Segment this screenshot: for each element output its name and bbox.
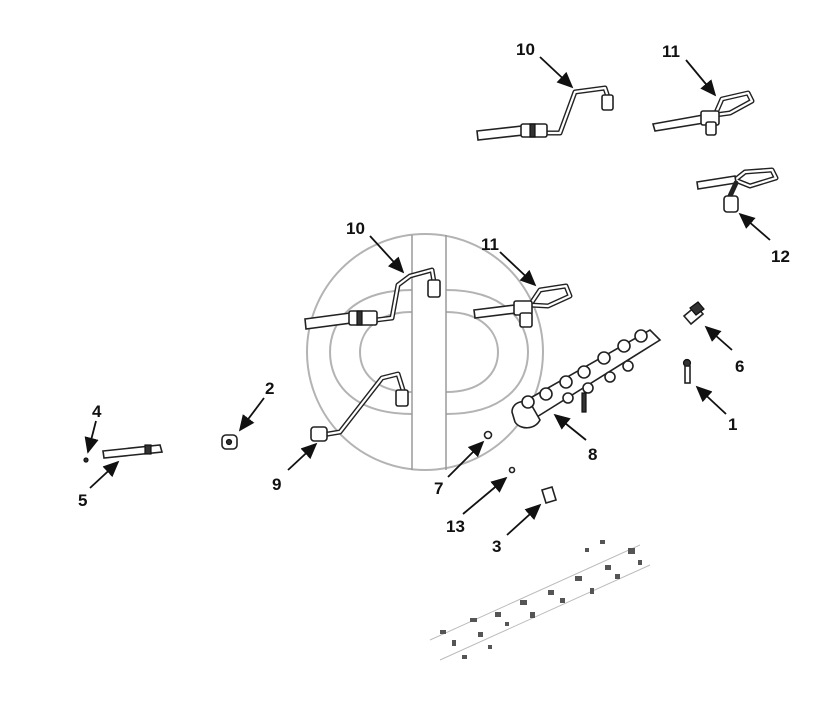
callout-2: 2 bbox=[265, 379, 274, 398]
callout-8: 8 bbox=[588, 445, 597, 464]
nut-2 bbox=[221, 434, 238, 450]
callout-10-top: 10 bbox=[516, 40, 535, 59]
seal-4 bbox=[83, 457, 89, 463]
callout-11-top: 11 bbox=[662, 42, 680, 61]
callout-6: 6 bbox=[735, 357, 744, 376]
callout-4: 4 bbox=[92, 402, 102, 421]
callout-12: 12 bbox=[771, 247, 790, 266]
fitting-3 bbox=[540, 486, 558, 504]
fuel-line-9 bbox=[310, 371, 409, 442]
callout-10-mid: 10 bbox=[346, 219, 365, 238]
callout-13: 13 bbox=[446, 517, 465, 536]
fuel-rail-8 bbox=[511, 329, 662, 429]
injector-line-11-mid bbox=[473, 283, 573, 328]
pin-5 bbox=[102, 444, 164, 459]
injector-line-12-top bbox=[696, 167, 779, 213]
callout-7: 7 bbox=[434, 479, 443, 498]
callout-9: 9 bbox=[272, 475, 281, 494]
oring-13 bbox=[508, 466, 516, 474]
sensor-6 bbox=[682, 301, 705, 326]
callout-3: 3 bbox=[492, 537, 501, 556]
leader-arrows bbox=[84, 56, 771, 536]
injector-line-10-top bbox=[476, 85, 614, 141]
callout-11-mid: 11 bbox=[481, 235, 499, 254]
callout-labels: 10 11 12 10 11 6 1 8 2 4 5 9 7 13 3 bbox=[78, 40, 790, 556]
callout-1: 1 bbox=[728, 415, 737, 434]
injector-line-10-mid bbox=[304, 267, 441, 330]
washer-7 bbox=[483, 430, 493, 440]
engine-block-sketch bbox=[429, 540, 651, 661]
injector-line-11-top bbox=[651, 90, 755, 136]
callout-5: 5 bbox=[78, 491, 87, 510]
bolt-1 bbox=[682, 358, 692, 384]
